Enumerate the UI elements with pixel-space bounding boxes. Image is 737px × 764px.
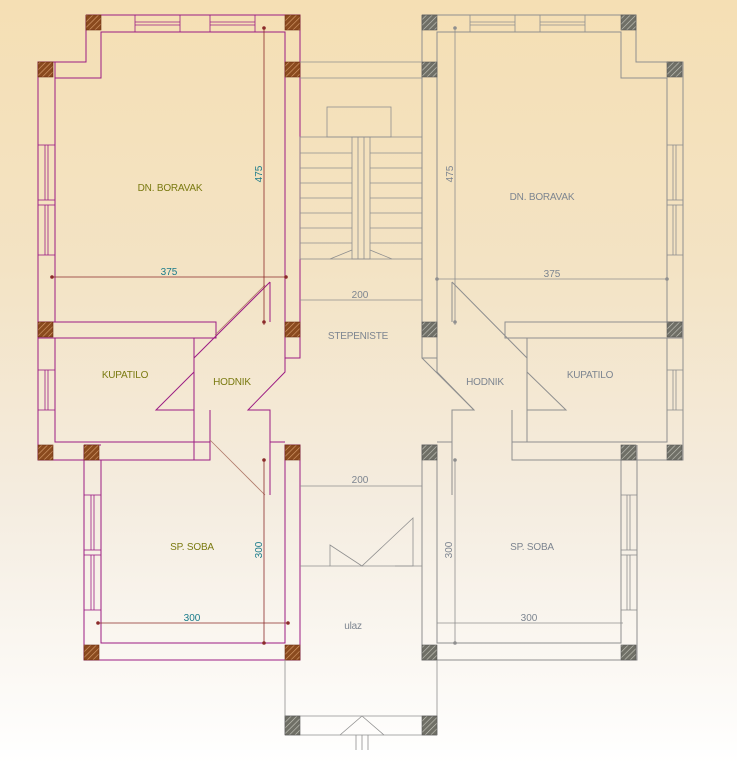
entrance-columns xyxy=(284,715,438,736)
right-living-label: DN. BORAVAK xyxy=(510,192,575,203)
right-hall-walls xyxy=(421,281,568,495)
left-dimension-lines xyxy=(50,26,290,645)
left-living-height-dimension: 475 xyxy=(254,165,265,182)
left-bedroom-height-dimension: 300 xyxy=(254,541,265,558)
right-living-height-dimension: 475 xyxy=(445,165,456,182)
stair-width-bottom-dimension: 200 xyxy=(352,475,369,486)
right-apartment xyxy=(421,14,684,661)
stairwell-label: STEPENISTE xyxy=(328,331,389,342)
right-bedroom-label: SP. SOBA xyxy=(510,542,554,553)
left-bathroom-label: KUPATILO xyxy=(102,370,149,381)
left-living-label: DN. BORAVAK xyxy=(138,183,203,194)
left-hall-label: HODNIK xyxy=(213,377,251,388)
right-bedroom-width-dimension: 300 xyxy=(521,613,538,624)
right-dimension-lines xyxy=(435,26,669,645)
right-windows xyxy=(469,14,684,611)
right-living-width-dimension: 375 xyxy=(544,269,561,280)
left-apartment xyxy=(37,14,301,661)
left-hall-door-arcs xyxy=(209,284,266,496)
left-bedroom-width-dimension: 300 xyxy=(184,613,201,624)
right-bedroom-height-dimension: 300 xyxy=(444,541,455,558)
right-columns xyxy=(421,14,683,661)
left-living-width-dimension: 375 xyxy=(161,267,178,278)
left-hall-walls xyxy=(154,281,286,495)
right-hall-label: HODNIK xyxy=(466,377,504,388)
left-columns xyxy=(37,14,301,661)
left-windows xyxy=(37,14,256,611)
right-bathroom-label: KUPATILO xyxy=(567,370,614,381)
stair-width-top-dimension: 200 xyxy=(352,290,369,301)
labels: DN. BORAVAK KUPATILO HODNIK SP. SOBA DN.… xyxy=(102,165,614,632)
entrance-label: ulaz xyxy=(344,621,362,632)
left-bedroom-label: SP. SOBA xyxy=(170,542,214,553)
stairwell xyxy=(284,61,438,750)
